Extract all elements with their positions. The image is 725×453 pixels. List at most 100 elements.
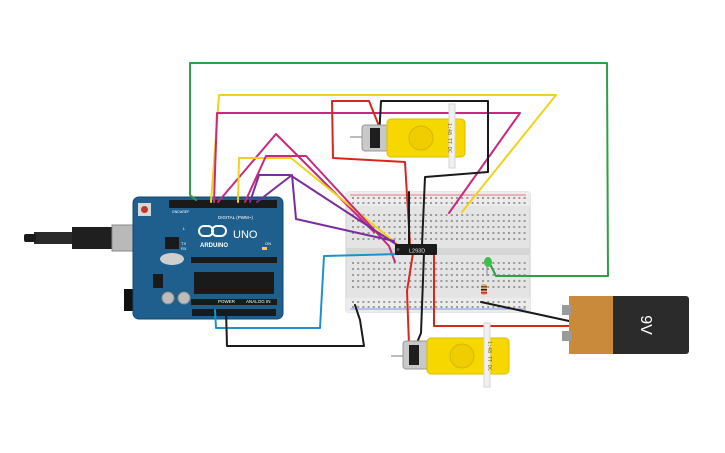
breadboard-hole [388,220,391,222]
breadboard-hole [372,202,375,204]
breadboard-hole [466,226,469,228]
breadboard-hole [352,226,354,228]
breadboard-hole [476,202,479,204]
breadboard-hole [419,274,422,276]
breadboard-hole [424,238,427,240]
breadboard-hole [430,232,432,234]
breadboard-hole [487,286,490,288]
breadboard-hole [445,262,448,264]
breadboard-hole [404,262,406,264]
breadboard-hole [471,220,474,222]
breadboard-hole [383,286,386,288]
breadboard-hole [352,301,354,303]
breadboard-hole [393,226,396,228]
breadboard-hole [404,274,406,276]
breadboard-hole [404,232,406,234]
breadboard-hole [357,301,360,303]
breadboard-hole [435,262,438,264]
breadboard-hole [388,280,391,282]
breadboard-hole [523,232,526,234]
motor-top-label: 1:48 TT DC [446,123,452,153]
motor-bottom-label: 1:48 TT DC [486,341,492,371]
breadboard-hole [362,274,365,276]
breadboard-hole [461,238,464,240]
rx-label: RX [181,246,187,251]
ic-label: L293D [409,249,425,255]
breadboard-hole [383,220,386,222]
breadboard-hole [440,262,443,264]
breadboard-hole [352,274,354,276]
breadboard-hole [424,274,427,276]
breadboard-hole [352,220,354,222]
breadboard-hole [362,232,365,234]
breadboard-hole [513,197,516,199]
breadboard-hole [404,197,406,199]
breadboard-hole [435,202,438,204]
power-analog-header [192,309,276,316]
breadboard-hole [424,280,427,282]
breadboard-hole [388,197,391,199]
breadboard-hole [372,280,375,282]
breadboard-hole [378,262,380,264]
breadboard-hole [508,306,510,308]
breadboard-hole [471,301,474,303]
breadboard-hole [440,286,443,288]
breadboard-hole [466,268,469,270]
crystal [160,253,184,265]
breadboard-hole [404,280,406,282]
breadboard-hole [482,226,484,228]
breadboard-hole [461,301,464,303]
breadboard-hole [456,232,458,234]
breadboard-hole [352,268,354,270]
breadboard-hole [414,238,417,240]
breadboard-hole [404,268,406,270]
breadboard-hole [419,220,422,222]
battery-9v: 9V [562,296,689,354]
breadboard-hole [497,232,500,234]
breadboard-hole [461,202,464,204]
breadboard-hole [440,301,443,303]
breadboard-hole [440,226,443,228]
breadboard-hole [419,306,422,308]
breadboard-hole [398,220,401,222]
breadboard-hole [466,262,469,264]
breadboard-hole [357,262,360,264]
breadboard-hole [430,220,432,222]
breadboard-hole [492,280,495,282]
breadboard-hole [497,197,500,199]
breadboard-hole [523,286,526,288]
breadboard-hole [445,268,448,270]
reset-button [141,206,148,213]
breadboard-hole [414,232,417,234]
breadboard-hole [398,226,401,228]
arduino-uno-board: ARDUINO UNO DIGITAL (PWM~) POWER ANALOG … [24,196,284,320]
wire-blue [214,253,400,329]
breadboard-hole [362,306,365,308]
breadboard-hole [424,306,427,308]
breadboard-hole [378,226,380,228]
breadboard-hole [445,238,448,240]
breadboard-hole [502,262,505,264]
breadboard-hole [378,301,380,303]
breadboard-hole [456,197,458,199]
breadboard-hole [497,220,500,222]
analog-label: ANALOG IN [246,299,271,304]
breadboard-hole [398,214,401,216]
breadboard-hole [508,280,510,282]
breadboard-hole [430,226,432,228]
breadboard-hole [466,238,469,240]
breadboard-hole [372,301,375,303]
breadboard-hole [430,202,432,204]
breadboard-hole [482,220,484,222]
breadboard-hole [518,226,521,228]
breadboard-hole [518,262,521,264]
breadboard-hole [466,220,469,222]
wire-black-battery [480,301,570,322]
breadboard-hole [513,280,516,282]
breadboard-hole [404,286,406,288]
breadboard-hole [383,202,386,204]
breadboard-hole [404,301,406,303]
wire-red-top [331,100,411,246]
breadboard-hole [445,274,448,276]
breadboard-hole [445,301,448,303]
